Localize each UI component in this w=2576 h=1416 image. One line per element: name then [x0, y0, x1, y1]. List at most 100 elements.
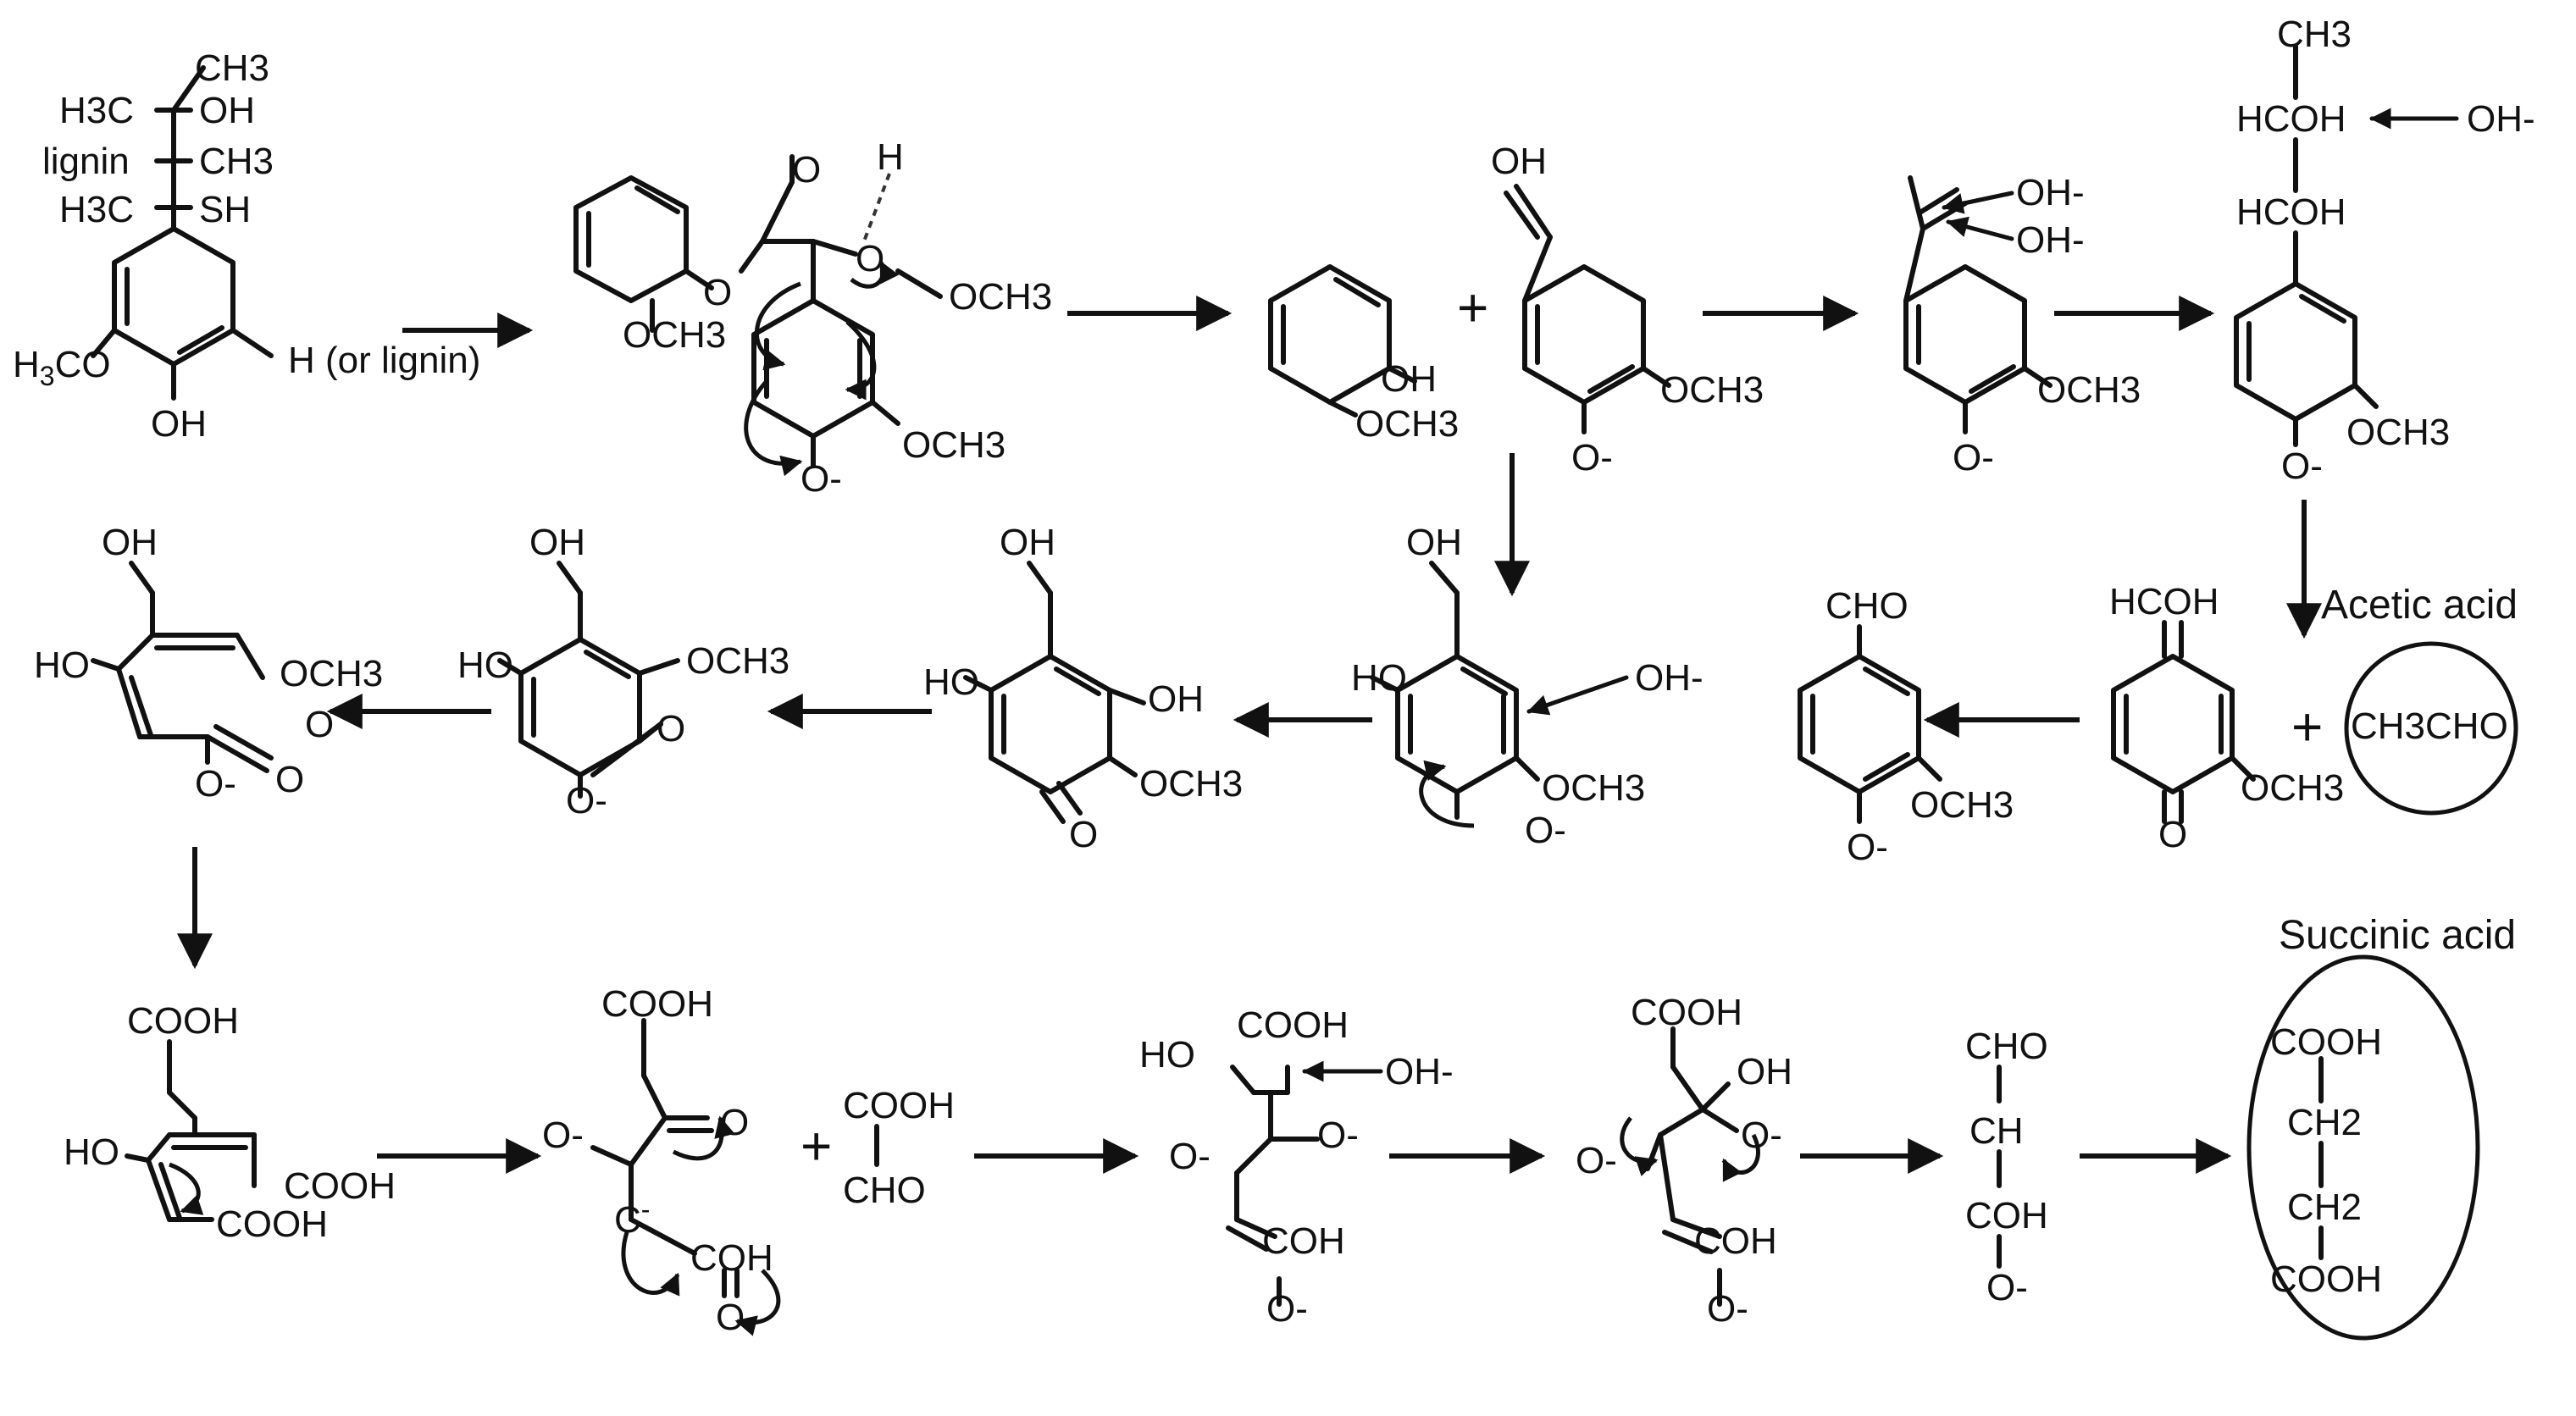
label-h-or-lignin: H (or lignin): [288, 340, 480, 381]
label-ho: HO: [34, 644, 90, 686]
label-oh-minus: OH-: [2016, 172, 2085, 213]
label-o: O: [856, 238, 884, 279]
plus-sign: +: [2291, 696, 2323, 757]
label-cho: CHO: [1825, 585, 1908, 627]
label-ch3: CH3: [195, 47, 269, 89]
label-och3: OCH3: [2346, 412, 2450, 453]
tricarboxylic-enol: [125, 1039, 257, 1222]
label-ho: HO: [64, 1131, 119, 1173]
label-oh-minus: OH-: [2467, 98, 2535, 140]
diol-phenolate: [2234, 44, 2459, 447]
label-o: O: [275, 759, 304, 800]
label-cooh: COOH: [843, 1085, 955, 1126]
label-o: O: [720, 1102, 749, 1143]
label-coh: COH: [1965, 1195, 2048, 1236]
label-o-minus: O-: [195, 763, 236, 805]
vanillin-phenolate: [1798, 624, 1942, 824]
label-ch2: CH2: [2287, 1102, 2362, 1143]
label-h3c: H3C: [59, 189, 134, 230]
propenyl-phenolate: [1903, 175, 2052, 434]
label-cooh: COOH: [601, 983, 713, 1025]
plus-sign: +: [1457, 277, 1488, 338]
label-ch3: CH3: [2277, 14, 2352, 55]
label-coh: COH: [1694, 1220, 1777, 1262]
product-succinic-acid: Succinic acid: [2279, 913, 2516, 958]
lignin-model-compound: [91, 65, 274, 401]
label-ho: HO: [457, 644, 513, 686]
enol-phenolate: [1504, 184, 1671, 434]
label-o-minus: O-: [1986, 1267, 2028, 1308]
label-o-minus: O-: [2281, 445, 2323, 487]
label-coh: COH: [690, 1237, 773, 1279]
label-o-minus: O-: [1707, 1288, 1748, 1330]
label-o-minus: O-: [1169, 1136, 1210, 1177]
carbanion-intermediate: [590, 1018, 781, 1336]
label-sh: SH: [199, 189, 251, 230]
label-oh-minus: OH-: [1385, 1051, 1454, 1092]
label-o: O: [656, 708, 685, 749]
label-cooh: COOH: [127, 1000, 239, 1042]
label-cooh: COOH: [2270, 1021, 2382, 1063]
label-och3: OCH3: [1910, 784, 2014, 826]
label-och3: OCH3: [1355, 403, 1459, 445]
label-coh: COH: [1262, 1220, 1345, 1262]
label-och3: OCH3: [686, 640, 789, 682]
label-cooh: COOH: [2270, 1258, 2382, 1300]
label-oh: OH: [1406, 522, 1462, 563]
label-cooh: COOH: [1631, 992, 1742, 1033]
hydroxyl-attack-intermediate: [1370, 561, 1629, 828]
label-h3c: H3C: [59, 90, 134, 131]
label-och3: OCH3: [1139, 763, 1243, 805]
label-ch: CH: [1969, 1110, 2024, 1152]
label-cooh: COOH: [216, 1203, 328, 1245]
label-o-minus: O-: [800, 458, 842, 500]
label-o-minus: O-: [1847, 827, 1888, 868]
label-cooh: COOH: [1237, 1004, 1349, 1046]
label-ho: HO: [923, 661, 979, 703]
label-ch3cho: CH3CHO: [2351, 705, 2508, 747]
label-ho: HO: [1351, 657, 1407, 699]
label-oh: OH: [199, 90, 255, 131]
succinic-acid-circle: [2246, 954, 2480, 1341]
label-o: O: [792, 149, 821, 191]
label-oh: OH: [1381, 358, 1437, 400]
label-oh: OH: [1491, 141, 1547, 182]
label-h: H: [877, 136, 904, 178]
label-och3: OCH3: [623, 314, 726, 356]
label-o-minus: O-: [1571, 437, 1613, 478]
label-och3: OCH3: [280, 653, 383, 694]
label-och3: OCH3: [949, 276, 1052, 318]
plus-sign: +: [800, 1115, 832, 1176]
label-o-minus: O-: [1576, 1140, 1617, 1181]
label-oh: OH: [529, 522, 585, 563]
label-o-minus: O-: [566, 780, 607, 821]
label-hcoh: HCOH: [2236, 191, 2346, 233]
label-och3: OCH3: [1542, 767, 1645, 809]
label-cho: CHO: [843, 1170, 926, 1211]
label-och3: OCH3: [2037, 369, 2141, 411]
label-oh: OH: [1148, 678, 1204, 720]
label-o: O: [305, 704, 334, 745]
label-oh-minus: OH-: [1635, 657, 1703, 699]
label-c-minus: C-: [614, 1194, 650, 1241]
label-oh: OH: [1000, 522, 1055, 563]
aldol-adduct: [1226, 1060, 1383, 1307]
label-o: O: [716, 1297, 745, 1338]
label-oh: OH: [151, 403, 207, 445]
label-o: O: [1069, 814, 1098, 855]
guaiacol: [1268, 264, 1417, 418]
label-o-minus: O-: [1317, 1115, 1359, 1156]
label-hcoh: HCOH: [2236, 98, 2346, 140]
label-lignin: lignin: [42, 141, 130, 182]
quinone-methide: [2111, 620, 2256, 824]
label-ch2: CH2: [2287, 1186, 2362, 1228]
label-hcoh: HCOH: [2109, 581, 2219, 622]
label-cooh: COOH: [284, 1165, 396, 1207]
label-h3co: H3CO: [13, 344, 111, 391]
label-ch3: CH3: [199, 141, 274, 182]
epoxide-intermediate: [497, 561, 680, 799]
epoxide-fragmentation: [1620, 1026, 1760, 1307]
label-o-minus: O-: [1741, 1115, 1782, 1156]
label-och3: OCH3: [1660, 369, 1764, 411]
